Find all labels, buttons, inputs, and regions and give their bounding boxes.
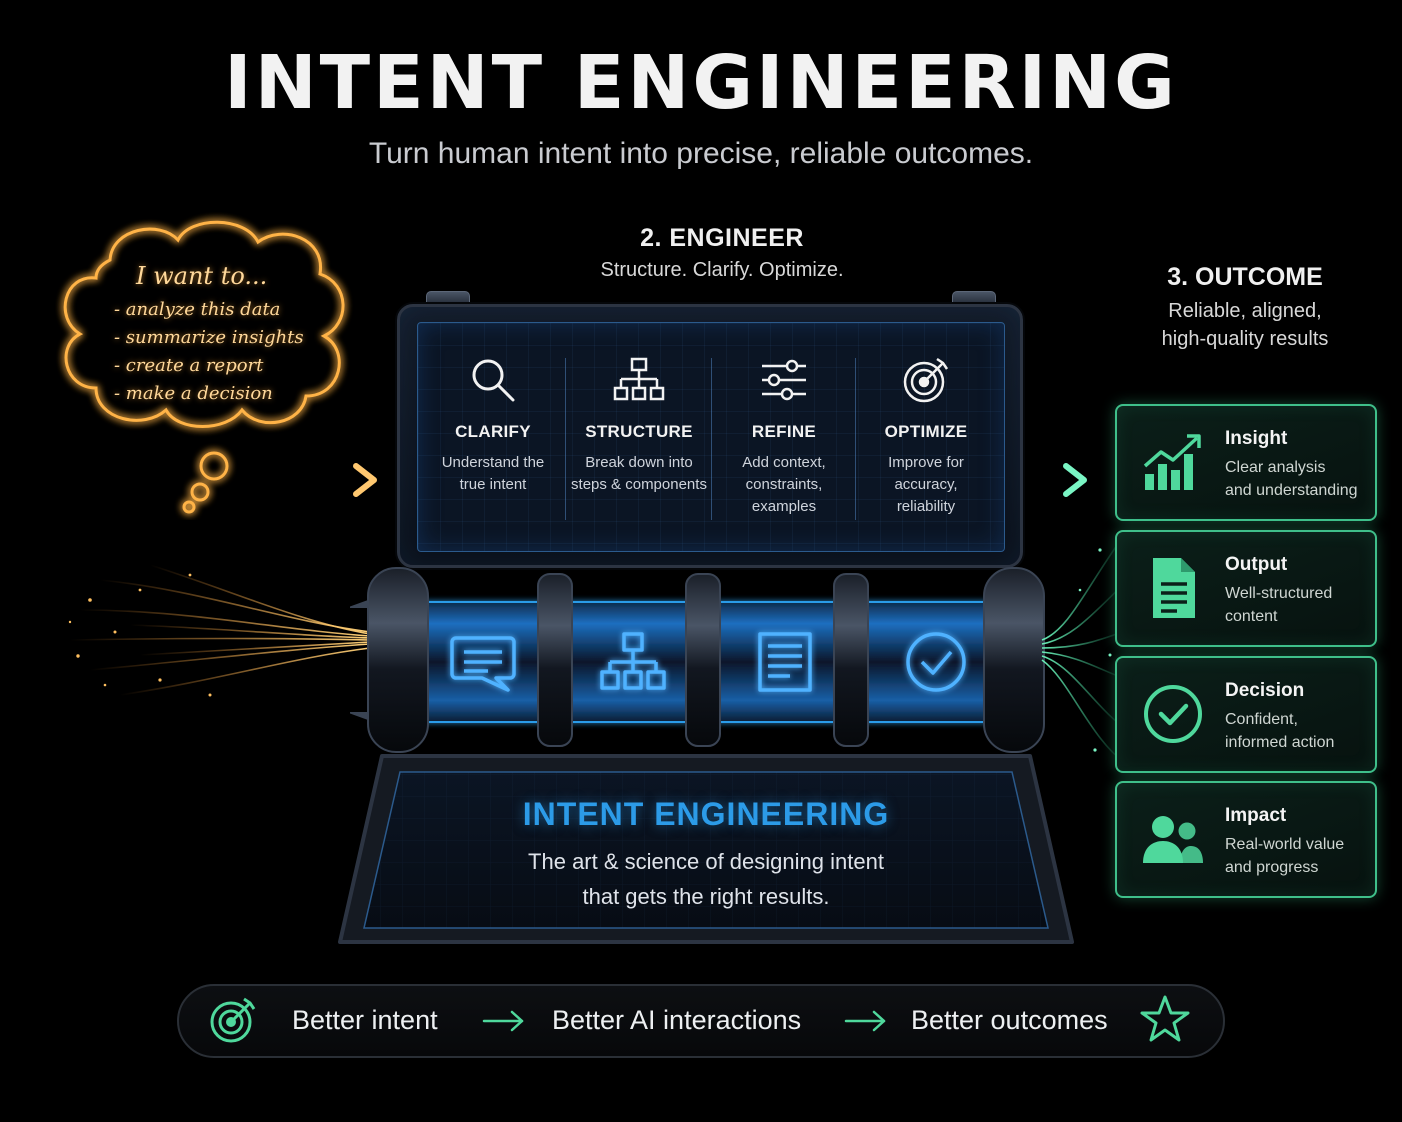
step-title: STRUCTURE bbox=[585, 422, 693, 441]
document-icon bbox=[758, 632, 812, 692]
step-clarify: CLARIFY Understand the true intent bbox=[420, 352, 566, 496]
thought-bubble-text: I want to... - analyze this data - summa… bbox=[114, 262, 304, 408]
step-desc: Improve for accuracy, reliability bbox=[888, 454, 964, 515]
intent-sparks bbox=[68, 564, 371, 697]
step-title: OPTIMIZE bbox=[884, 422, 968, 441]
outcome-card-output: Output Well-structured content bbox=[1115, 530, 1377, 647]
arrow-right-icon bbox=[482, 1010, 524, 1032]
step-desc: Understand the true intent bbox=[441, 454, 545, 493]
footer-item-better-outcomes: Better outcomes bbox=[911, 1005, 1108, 1035]
step-structure: STRUCTURE Break down into steps & compon… bbox=[566, 352, 712, 496]
growth-chart-icon bbox=[1143, 434, 1201, 490]
step-refine: REFINE Add context, constraints, example… bbox=[711, 352, 857, 518]
card-desc: Clear analysis and understanding bbox=[1225, 459, 1358, 499]
page-title: INTENT ENGINEERING bbox=[224, 40, 1178, 126]
step-desc: Break down into steps & components bbox=[571, 454, 707, 493]
chat-bubble-icon bbox=[450, 636, 516, 692]
card-title: Impact bbox=[1225, 805, 1287, 826]
card-desc: Confident, informed action bbox=[1225, 711, 1335, 751]
bubble-item: - create a report bbox=[114, 355, 264, 376]
magnifier-icon bbox=[472, 359, 515, 402]
target-icon bbox=[210, 997, 256, 1043]
card-title: Insight bbox=[1225, 428, 1288, 449]
arrow-right-orange-icon bbox=[270, 463, 377, 497]
star-icon bbox=[1140, 995, 1190, 1042]
engineer-title: 2. ENGINEER bbox=[640, 224, 804, 252]
thought-bubble bbox=[63, 220, 345, 514]
column-divider bbox=[711, 358, 712, 520]
core-title: INTENT ENGINEERING bbox=[522, 796, 890, 832]
outcome-card-insight: Insight Clear analysis and understanding bbox=[1115, 404, 1377, 521]
outcome-card-impact: Impact Real-world value and progress bbox=[1115, 781, 1377, 898]
card-title: Output bbox=[1225, 554, 1288, 575]
core-panel bbox=[338, 754, 1074, 944]
hierarchy-icon bbox=[600, 632, 666, 690]
bubble-heading: I want to... bbox=[136, 262, 268, 290]
check-circle-icon bbox=[1144, 685, 1202, 743]
bubble-item: - summarize insights bbox=[114, 327, 304, 348]
engineer-panel-screen bbox=[417, 322, 1005, 552]
check-circle-icon bbox=[906, 632, 966, 692]
document-icon bbox=[1153, 558, 1195, 618]
arrow-right-green-icon bbox=[1022, 463, 1087, 497]
footer-item-better-intent: Better intent bbox=[292, 1005, 438, 1035]
column-divider bbox=[855, 358, 856, 520]
card-title: Decision bbox=[1225, 680, 1305, 701]
intent-pipeline bbox=[350, 567, 1045, 753]
step-optimize: OPTIMIZE Improve for accuracy, reliabili… bbox=[853, 352, 999, 518]
footer-pill bbox=[177, 984, 1225, 1058]
page-subtitle: Turn human intent into precise, reliable… bbox=[368, 137, 1034, 170]
core-description: The art & science of designing intent th… bbox=[528, 849, 884, 909]
hierarchy-icon bbox=[613, 357, 665, 401]
arrow-right-icon bbox=[844, 1010, 886, 1032]
engineer-subtitle: Structure. Clarify. Optimize. bbox=[600, 259, 844, 281]
bubble-item: - make a decision bbox=[114, 383, 273, 404]
step-desc: Add context, constraints, examples bbox=[742, 454, 826, 515]
bubble-item: - analyze this data bbox=[114, 299, 281, 320]
footer-item-better-ai-interactions: Better AI interactions bbox=[552, 1005, 802, 1035]
card-desc: Well-structured content bbox=[1225, 585, 1333, 625]
sliders-icon bbox=[762, 359, 806, 401]
outcome-subtitle: Reliable, aligned, high-quality results bbox=[1161, 300, 1329, 350]
outcome-title: 3. OUTCOME bbox=[1167, 263, 1323, 291]
step-title: REFINE bbox=[751, 422, 817, 441]
column-divider bbox=[565, 358, 566, 520]
target-icon bbox=[903, 357, 949, 403]
people-icon bbox=[1143, 816, 1203, 863]
outcome-card-decision: Decision Confident, informed action bbox=[1115, 656, 1377, 773]
card-desc: Real-world value and progress bbox=[1225, 836, 1345, 876]
step-title: CLARIFY bbox=[455, 422, 531, 441]
